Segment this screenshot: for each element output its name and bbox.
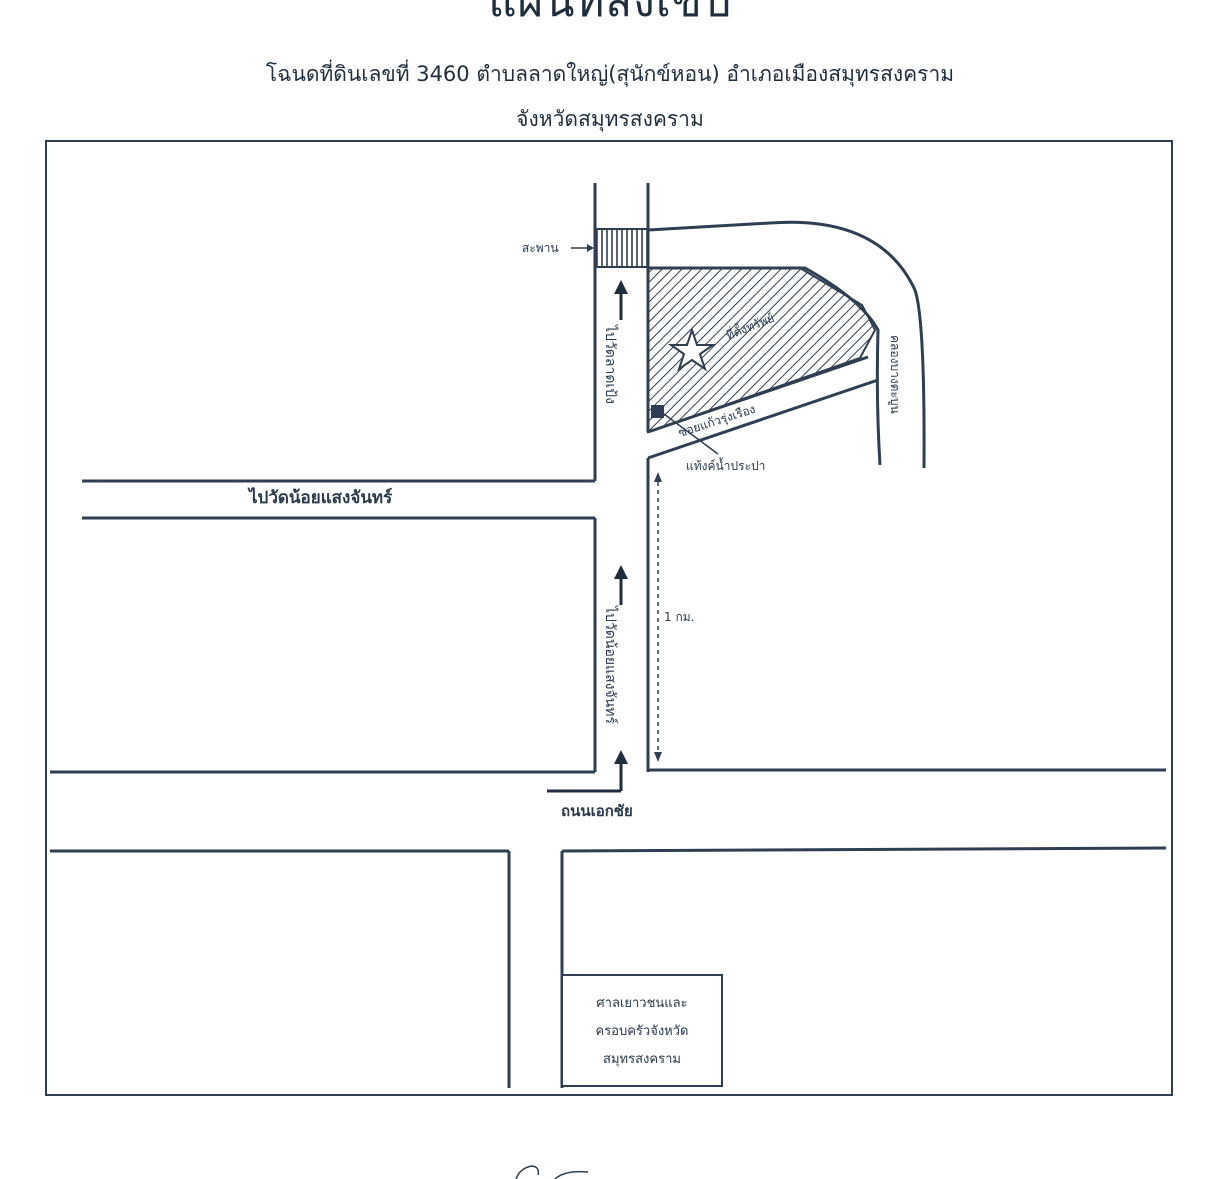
bridge-label: สะพาน xyxy=(522,241,559,255)
soi-road xyxy=(647,355,879,460)
ekachai-road xyxy=(50,768,1167,853)
landmark-line-2: ครอบครัวจังหวัด xyxy=(596,1024,689,1039)
signature-mark xyxy=(515,1165,589,1179)
bridge xyxy=(594,228,649,268)
canal xyxy=(647,220,926,469)
map-frame xyxy=(45,140,1173,1096)
road-label-wat-lat-pliu: ไปวัดลาดเป้ง xyxy=(602,324,619,404)
map-title: แผนที่สังเขป xyxy=(488,0,732,27)
distance-label: 1 กม. xyxy=(664,610,694,624)
property-star-icon xyxy=(667,326,717,372)
west-road xyxy=(82,479,595,520)
landmark-box xyxy=(561,974,723,1087)
water-tank-label: แท้งค์น้ำประปา xyxy=(686,457,765,473)
bridge-arrow-icon xyxy=(571,244,594,252)
province-subtitle: จังหวัดสมุทรสงคราม xyxy=(516,107,704,131)
water-tank-pointer xyxy=(663,413,719,455)
water-tank-icon xyxy=(651,405,664,418)
ekachai-arrow-icon xyxy=(547,750,628,793)
landmark-line-3: สมุทรสงคราม xyxy=(603,1052,681,1067)
landmark-line-1: ศาลเยาวชนและ xyxy=(596,996,687,1011)
distance-arrow-icon xyxy=(654,472,662,762)
road-label-wat-noi: ไปวัดน้อยแสงจันทร์ xyxy=(247,487,393,508)
south-arrow-icon xyxy=(614,565,628,605)
ekachai-road-label: ถนนเอกชัย xyxy=(561,802,633,820)
road-label-wat-noi-vertical: ไปวัดน้อยแสงจันทร์ xyxy=(602,605,619,724)
deed-subtitle: โฉนดที่ดินเลขที่ 3460 ตำบลลาดใหญ่(สุนักข… xyxy=(265,62,955,86)
canal-label: คลองบางตะบูน xyxy=(887,335,902,414)
south-road xyxy=(507,851,564,1088)
north-arrow-icon xyxy=(614,280,628,320)
